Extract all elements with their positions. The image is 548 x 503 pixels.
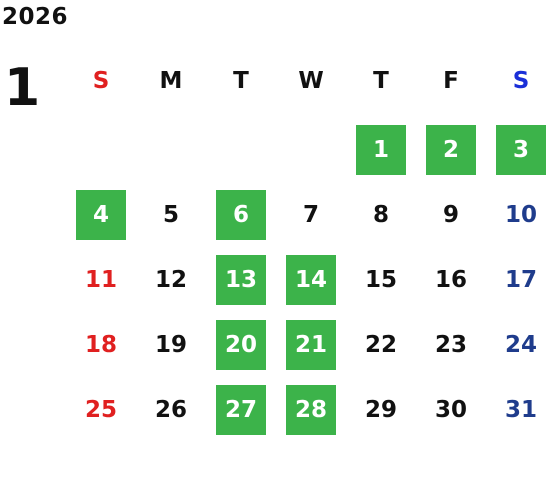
weekday-header: F	[443, 68, 459, 94]
weekday-header: T	[233, 68, 249, 94]
weekday-header: T	[373, 68, 389, 94]
day-cell: 25	[84, 397, 117, 423]
day-cell: 15	[364, 267, 397, 293]
day-cell: 7	[302, 202, 319, 228]
day-cell: 8	[372, 202, 389, 228]
highlighted-day-cell: 14	[286, 255, 336, 305]
day-cell: 18	[84, 332, 117, 358]
day-cell: 10	[504, 202, 537, 228]
day-cell: 12	[154, 267, 187, 293]
highlighted-day-cell: 2	[426, 125, 476, 175]
day-cell: 30	[434, 397, 467, 423]
highlighted-day-cell: 20	[216, 320, 266, 370]
day-cell: 31	[504, 397, 537, 423]
day-cell: 5	[162, 202, 179, 228]
day-cell: 23	[434, 332, 467, 358]
day-cell: 24	[504, 332, 537, 358]
highlighted-day-cell: 1	[356, 125, 406, 175]
day-cell: 22	[364, 332, 397, 358]
day-cell: 11	[84, 267, 117, 293]
weekday-header: S	[512, 68, 530, 94]
day-cell: 29	[364, 397, 397, 423]
day-cell: 9	[442, 202, 459, 228]
highlighted-day-cell: 21	[286, 320, 336, 370]
month-number: 1	[4, 58, 41, 118]
highlighted-day-cell: 28	[286, 385, 336, 435]
day-cell: 19	[154, 332, 187, 358]
day-cell: 16	[434, 267, 467, 293]
highlighted-day-cell: 4	[76, 190, 126, 240]
highlighted-day-cell: 3	[496, 125, 546, 175]
highlighted-day-cell: 27	[216, 385, 266, 435]
day-cell: 26	[154, 397, 187, 423]
highlighted-day-cell: 6	[216, 190, 266, 240]
day-cell: 17	[504, 267, 537, 293]
weekday-header: W	[298, 68, 324, 94]
weekday-header: S	[92, 68, 110, 94]
year-label: 2026	[2, 4, 69, 30]
highlighted-day-cell: 13	[216, 255, 266, 305]
weekday-header: M	[159, 68, 183, 94]
